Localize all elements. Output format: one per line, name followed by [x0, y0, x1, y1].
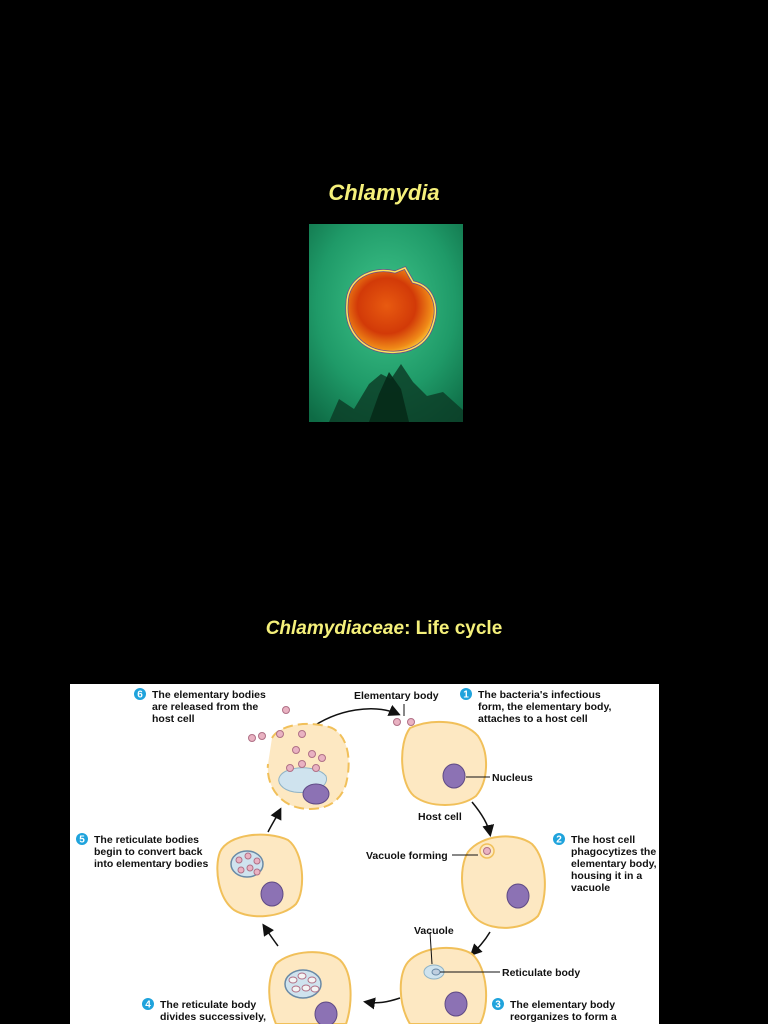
step-1-badge	[460, 688, 472, 700]
label-elementary-body: Elementary body	[354, 690, 439, 702]
cycle-arrow-5-to-6	[267, 807, 282, 833]
cell-step-5	[216, 833, 304, 918]
chlamydia-micrograph	[309, 224, 463, 422]
label-host-cell: Host cell	[418, 811, 462, 823]
step-2-number: 2	[556, 835, 562, 846]
title-family-name: Chlamydiaceae	[265, 618, 405, 639]
step-3-number: 3	[495, 1000, 501, 1011]
step-5-badge	[76, 833, 88, 845]
step-3-badge	[492, 998, 504, 1010]
cycle-arrow-1-to-2	[471, 801, 495, 837]
step-1-number: 1	[463, 690, 469, 701]
life-cycle-diagram: Elementary body Nucleus Host cell Vacuol…	[70, 684, 659, 1024]
cell-step-6	[248, 706, 350, 810]
nucleus-shape	[302, 783, 330, 805]
slide-title-life-cycle: Chlamydiaceae: Life cycle	[0, 618, 768, 640]
cell-step-4	[268, 951, 352, 1024]
cycle-arrow-2-to-3	[469, 931, 491, 957]
label-vacuole: Vacuole	[414, 925, 454, 937]
step-6-badge	[134, 688, 146, 700]
label-reticulate-body: Reticulate body	[502, 967, 580, 979]
step-6-number: 6	[137, 690, 143, 701]
step-4-number: 4	[145, 1000, 151, 1011]
slide-title-chlamydia: Chlamydia	[328, 180, 440, 205]
title-suffix: : Life cycle	[404, 618, 503, 639]
cycle-arrow-4-to-5	[262, 923, 279, 947]
cycle-arrow-3-to-4	[363, 997, 401, 1010]
step-2-badge	[553, 833, 565, 845]
label-nucleus: Nucleus	[492, 772, 533, 784]
step-5-number: 5	[79, 835, 85, 846]
step-4-badge	[142, 998, 154, 1010]
cell-step-2	[461, 835, 546, 929]
cell-step-3	[399, 946, 488, 1024]
cell-step-1	[393, 718, 488, 806]
label-vacuole-forming: Vacuole forming	[366, 850, 448, 862]
